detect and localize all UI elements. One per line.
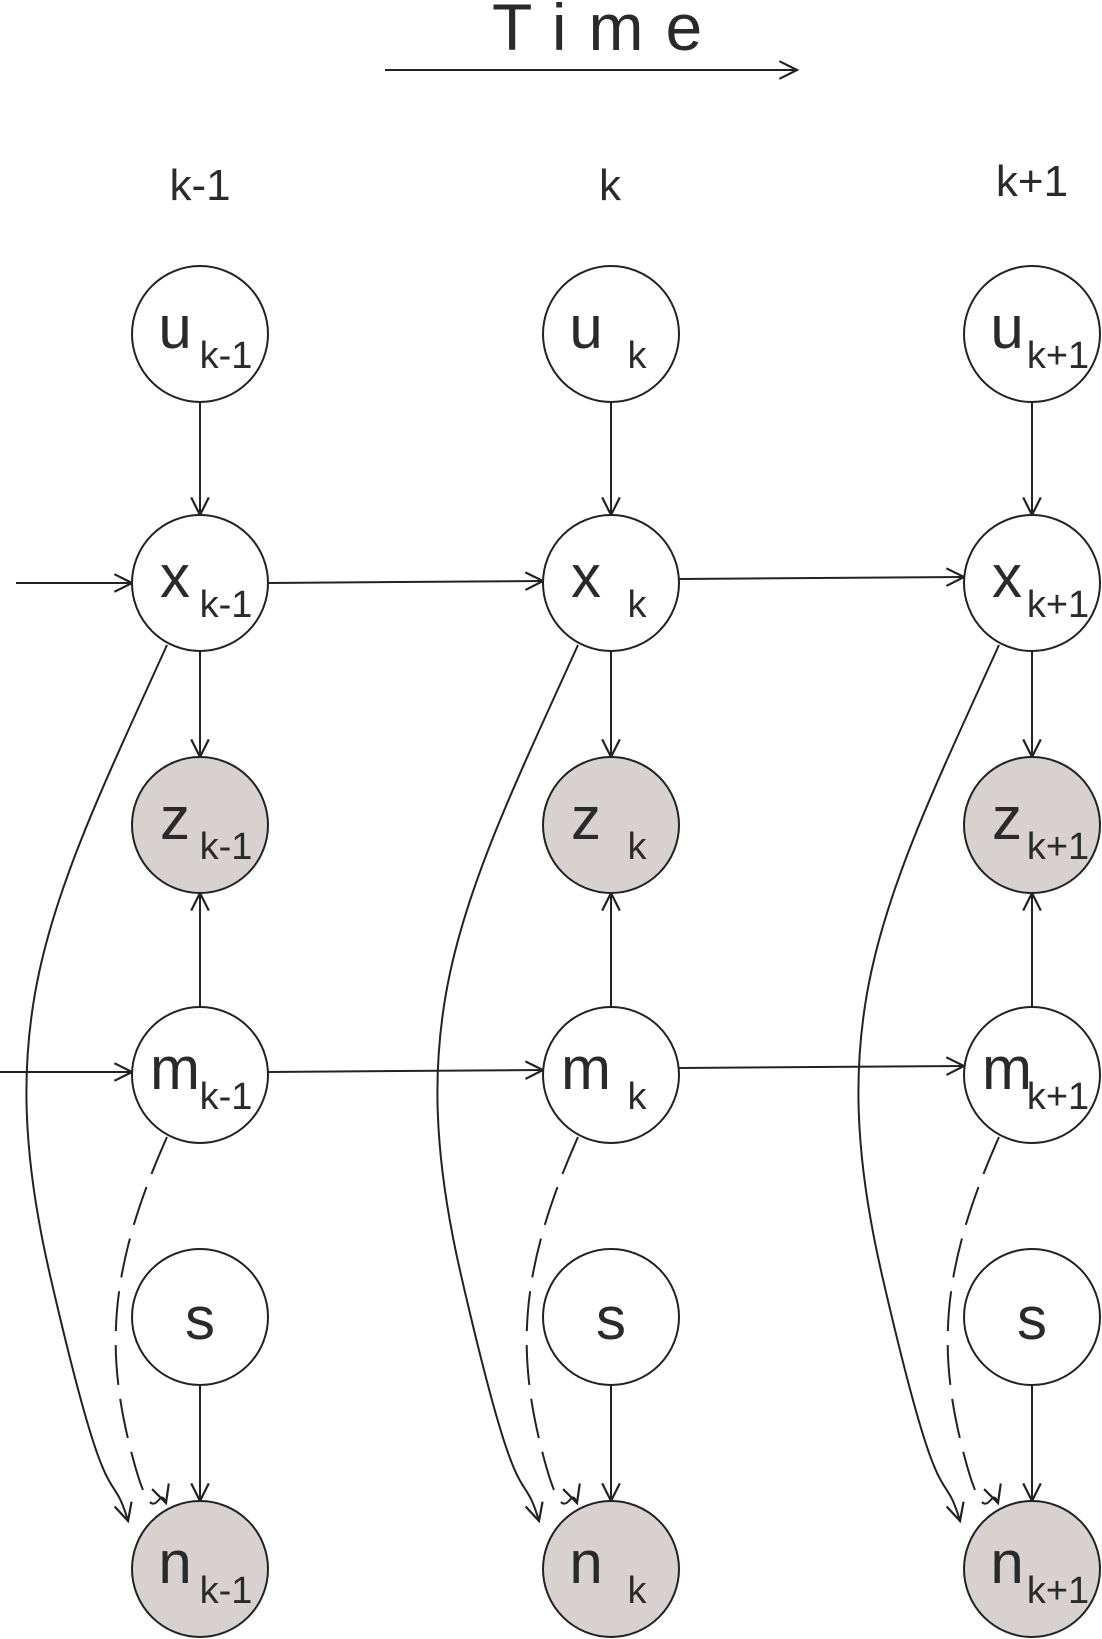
node-main-label: u [158,294,191,361]
edge-x-to-n-k-plus-1 [857,644,1000,1521]
node-subscript-label: k-1 [200,1570,253,1612]
column-label-k-plus-1: k+1 [996,157,1068,206]
node-main-label: z [992,785,1022,852]
node-subscript-label: k+1 [1027,1570,1089,1612]
node-main-label: s [1017,1285,1047,1352]
node-subscript-label: k-1 [200,335,253,377]
edge-m-to-n-dashed-k-plus-1 [946,1136,999,1504]
node-circle [131,265,269,403]
column-label-k-minus-1: k-1 [169,161,230,210]
node-subscript-label: k+1 [1027,335,1089,377]
edge-x-k-to-k-plus-1 [678,577,964,579]
node-main-label: z [571,785,601,852]
edge-m-to-n-dashed-k [525,1136,578,1504]
node-circle [131,1500,269,1638]
edge-x-to-n-k-minus-1 [25,644,168,1521]
node-circle [131,1006,269,1144]
node-m-k-plus-1: mk+1 [963,1006,1101,1144]
time-title: Time [492,0,724,64]
node-s-k: s [542,1248,680,1386]
node-main-label: m [561,1035,611,1102]
node-main-label: m [982,1035,1032,1102]
node-main-label: x [160,543,190,610]
node-main-label: n [158,1529,191,1596]
node-circle [542,514,680,652]
edges [0,402,1032,1521]
node-s-k-minus-1: s [131,1248,269,1386]
node-circle [131,514,269,652]
node-subscript-label: k+1 [1027,1076,1089,1118]
node-main-label: n [569,1529,602,1596]
node-circle [542,1248,680,1386]
node-circle [963,756,1101,894]
node-main-label: n [990,1529,1023,1596]
node-subscript-label: k [628,826,648,868]
node-subscript-label: k-1 [200,826,253,868]
edge-m-k-to-k-plus-1 [678,1066,964,1068]
node-main-label: z [160,785,190,852]
node-main-label: x [571,543,601,610]
node-circle [963,1006,1101,1144]
node-circle [131,756,269,894]
node-circle [963,1248,1101,1386]
node-subscript-label: k [628,1076,648,1118]
edge-m-k-minus-1-to-k [267,1070,543,1072]
edge-x-to-n-k [436,644,579,1521]
node-main-label: s [185,1285,215,1352]
node-subscript-label: k [628,1570,648,1612]
node-main-label: x [992,543,1022,610]
node-s-k-plus-1: s [963,1248,1101,1386]
node-circle [131,1248,269,1386]
node-circle [542,1006,680,1144]
node-main-label: m [150,1035,200,1102]
node-subscript-label: k-1 [200,1076,253,1118]
node-circle [542,756,680,894]
node-circle [963,514,1101,652]
node-circle [542,265,680,403]
edge-m-to-n-dashed-k-minus-1 [114,1136,167,1504]
node-circle [542,1500,680,1638]
column-label-k: k [599,161,622,210]
node-circle [963,265,1101,403]
node-circle [963,1500,1101,1638]
node-subscript-label: k [628,584,648,626]
node-subscript-label: k+1 [1027,584,1089,626]
node-main-label: u [569,294,602,361]
node-main-label: u [990,294,1023,361]
node-main-label: s [596,1285,626,1352]
node-subscript-label: k [628,335,648,377]
node-subscript-label: k-1 [200,584,253,626]
node-subscript-label: k+1 [1027,826,1089,868]
edge-x-k-minus-1-to-k [267,581,543,583]
